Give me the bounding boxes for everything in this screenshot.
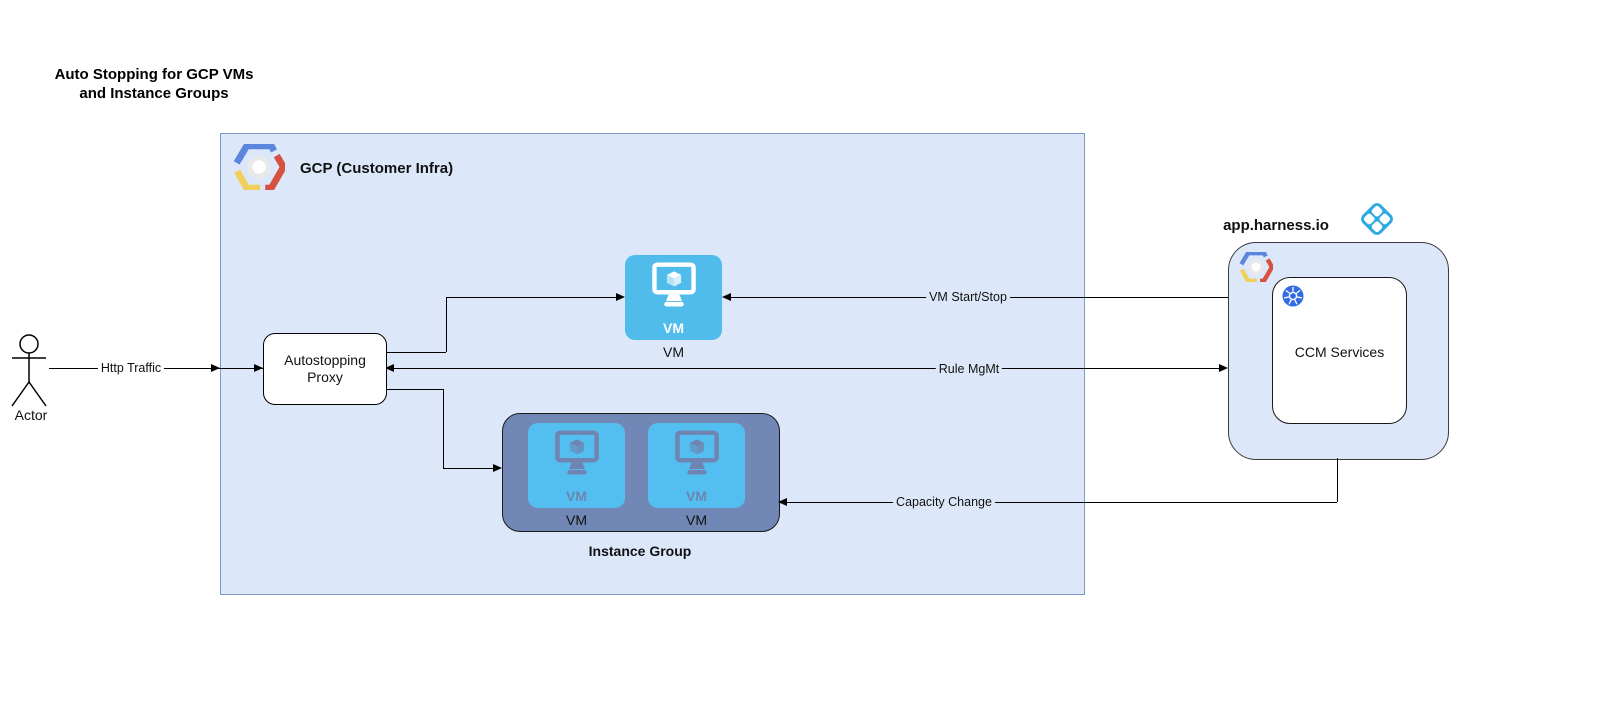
- proxy-label-line1: Autostopping: [284, 351, 366, 368]
- ccm-services-node: CCM Services: [1272, 277, 1407, 424]
- proxy-label-line2: Proxy: [307, 369, 343, 385]
- kubernetes-icon: [1282, 285, 1304, 307]
- edge-proxy-to-instance-group: [443, 389, 444, 468]
- ccm-services-label: CCM Services: [1294, 344, 1385, 360]
- edge-label-vm-start-stop: VM Start/Stop: [926, 290, 1010, 304]
- edge-capacity-change: [1337, 458, 1338, 502]
- instance-group-vm1: VM: [528, 423, 625, 508]
- gcp-logo-small: [1239, 252, 1273, 282]
- actor-figure: [11, 334, 47, 407]
- edge-proxy-to-instance-group: [443, 468, 493, 469]
- edge-capacity-change: [787, 502, 1337, 503]
- diagram-title: Auto Stopping for GCP VMs and Instance G…: [38, 66, 270, 104]
- instance-group-vm2: VM: [648, 423, 745, 508]
- edge-label-capacity-change: Capacity Change: [893, 495, 995, 509]
- vm-node: VM: [625, 255, 722, 340]
- arrowhead: [778, 498, 787, 506]
- edge-proxy-to-vm: [385, 352, 446, 353]
- vm-icon-text: VM: [686, 488, 707, 504]
- autostopping-proxy-node: Autostopping Proxy: [263, 333, 387, 405]
- gcp-container-label: GCP (Customer Infra): [300, 160, 454, 177]
- gcp-logo: [233, 144, 285, 190]
- vm-icon-text: VM: [566, 488, 587, 504]
- instance-group-vm2-caption: VM: [686, 512, 707, 528]
- vm-caption: VM: [663, 344, 684, 360]
- arrowhead: [385, 364, 394, 372]
- arrowhead: [254, 364, 263, 372]
- vm-monitor-icon: [651, 262, 696, 307]
- harness-title: app.harness.io: [1223, 217, 1329, 234]
- edge-label-rule-mgmt: Rule MgMt: [935, 362, 1003, 376]
- edge-label-http-traffic: Http Traffic: [97, 361, 165, 375]
- arrowhead: [722, 293, 731, 301]
- edge-proxy-to-vm: [446, 297, 447, 352]
- vm-icon-text: VM: [663, 320, 684, 336]
- harness-logo-icon: [1358, 200, 1396, 238]
- edge-rule-mgmt: [394, 368, 1219, 369]
- arrowhead: [1219, 364, 1228, 372]
- vm-monitor-icon: [554, 430, 599, 475]
- instance-group-vm1-caption: VM: [566, 512, 587, 528]
- arrowhead: [211, 364, 220, 372]
- edge-proxy-to-instance-group: [385, 389, 443, 390]
- instance-group-caption: Instance Group: [588, 543, 692, 559]
- diagram-title-line2: and Instance Groups: [79, 84, 229, 102]
- vm-monitor-icon: [674, 430, 719, 475]
- actor-label: Actor: [14, 407, 48, 423]
- edge-proxy-to-vm: [446, 297, 616, 298]
- arrowhead: [616, 293, 625, 301]
- diagram-title-line1: Auto Stopping for GCP VMs: [54, 66, 254, 83]
- arrowhead: [493, 464, 502, 472]
